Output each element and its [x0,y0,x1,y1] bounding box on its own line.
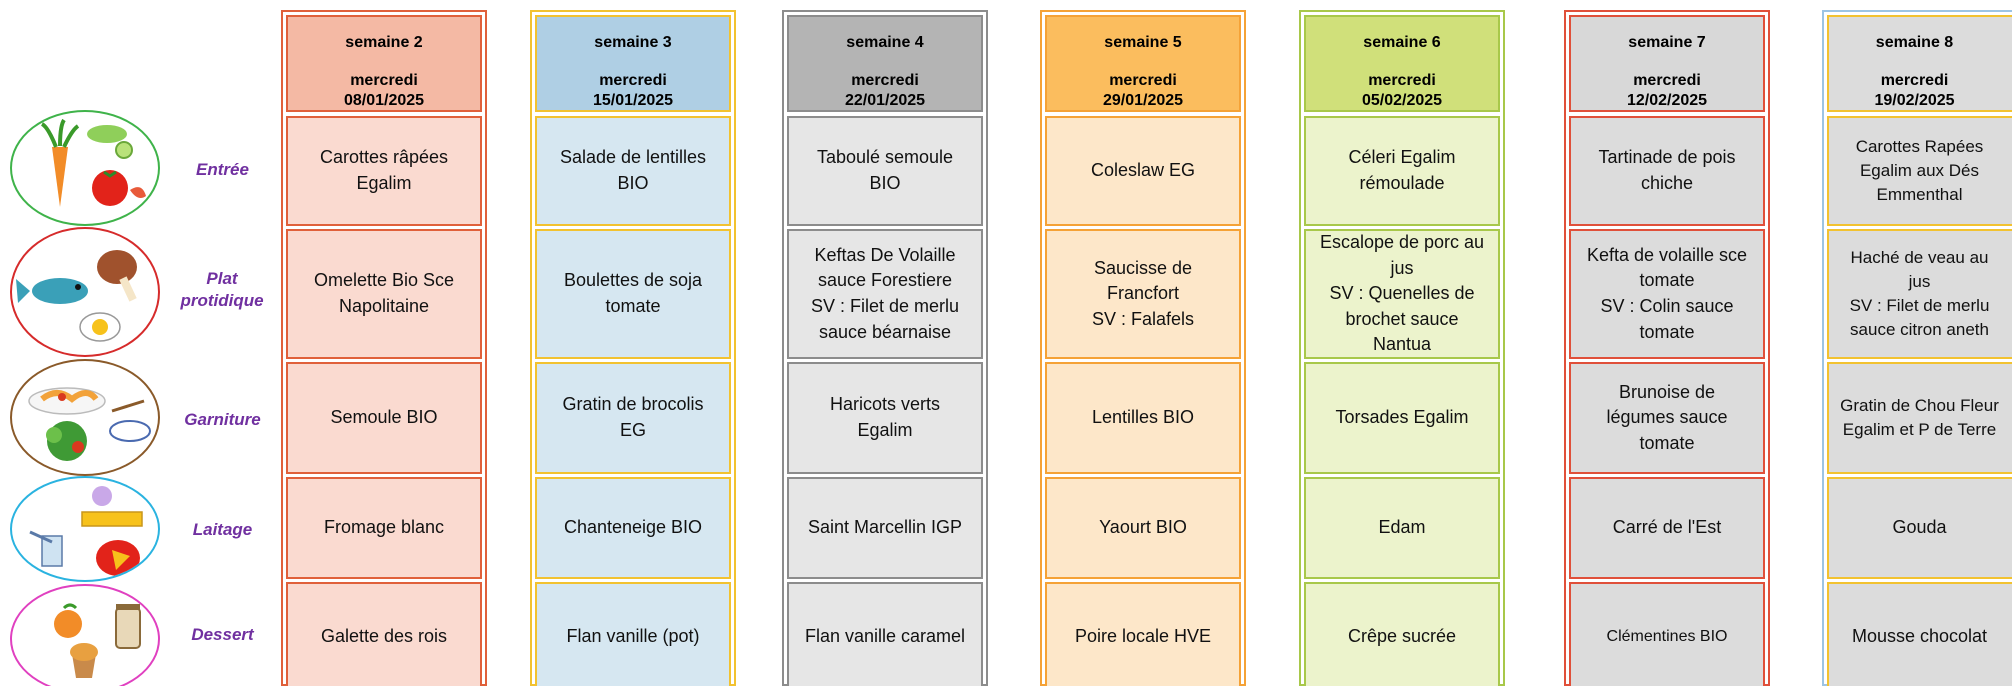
day-label: mercredi [1633,72,1701,89]
week-label: semaine 7 [1628,34,1706,51]
week-label: semaine 2 [345,34,423,51]
menu-cell-plat: Escalope de porc au jus SV : Quenelles d… [1304,229,1500,359]
menu-cell-laitage: Yaourt BIO [1045,477,1241,579]
menu-cell-dessert: Galette des rois [286,582,482,686]
menu-cell-plat: Haché de veau au jus SV : Filet de merlu… [1827,229,2012,359]
day-label: mercredi [1880,72,1949,89]
menu-cell-plat: Boulettes de soja tomate [535,229,731,359]
week-label: semaine 3 [594,34,672,51]
day-label: mercredi [1109,72,1177,89]
day-label: mercredi [599,72,667,89]
day-label: mercredi [851,72,919,89]
week-column-semaine-8: semaine 8 mercredi 19/02/2025 Carottes R… [1822,10,2012,686]
row-label-entree: Entrée [196,159,249,179]
week-header: semaine 6 mercredi 05/02/2025 [1304,15,1500,112]
week-header: semaine 3 mercredi 15/01/2025 [535,15,731,112]
menu-cell-garniture: Brunoise de légumes sauce tomate [1569,362,1765,474]
menu-cell-entree: Carottes Rapées Egalim aux Dés Emmenthal [1827,116,2012,226]
row-label-plat-protidique: Plat protidique [180,268,264,310]
menu-cell-dessert: Crêpe sucrée [1304,582,1500,686]
week-header: semaine 2 mercredi 08/01/2025 [286,15,482,112]
menu-cell-laitage: Gouda [1827,477,2012,579]
week-header: semaine 4 mercredi 22/01/2025 [787,15,983,112]
pasta-salad-rice-icon [10,359,160,476]
menu-cell-laitage: Carré de l'Est [1569,477,1765,579]
week-label: semaine 6 [1363,34,1441,51]
date-label: 15/01/2025 [592,92,674,109]
date-label: 12/02/2025 [1626,92,1708,109]
menu-cell-plat: Keftas De Volaille sauce Forestiere SV :… [787,229,983,359]
menu-cell-entree: Salade de lentilles BIO [535,116,731,226]
menu-cell-entree: Taboulé semoule BIO [787,116,983,226]
menu-cell-entree: Tartinade de pois chiche [1569,116,1765,226]
date-label: 19/02/2025 [1874,92,1955,109]
week-label: semaine 4 [846,34,924,51]
week-column-semaine-5: semaine 5 mercredi 29/01/2025 Coleslaw E… [1040,10,1246,686]
week-header: semaine 7 mercredi 12/02/2025 [1569,15,1765,112]
menu-cell-plat: Saucisse de Francfort SV : Falafels [1045,229,1241,359]
week-column-semaine-2: semaine 2 mercredi 08/01/2025 Carottes r… [281,10,487,686]
date-label: 08/01/2025 [343,92,425,109]
week-header: semaine 8 mercredi 19/02/2025 [1827,15,2012,112]
day-label: mercredi [1368,72,1436,89]
week-column-semaine-3: semaine 3 mercredi 15/01/2025 Salade de … [530,10,736,686]
menu-cell-dessert: Clémentines BIO [1569,582,1765,686]
menu-cell-garniture: Haricots verts Egalim [787,362,983,474]
menu-cell-dessert: Flan vanille (pot) [535,582,731,686]
day-label: mercredi [350,72,418,89]
week-column-semaine-4: semaine 4 mercredi 22/01/2025 Taboulé se… [782,10,988,686]
fish-chicken-egg-icon [10,227,160,357]
row-label-dessert: Dessert [191,624,254,644]
week-label: semaine 5 [1104,34,1182,51]
date-label: 05/02/2025 [1361,92,1443,109]
menu-cell-laitage: Fromage blanc [286,477,482,579]
date-label: 22/01/2025 [844,92,926,109]
menu-cell-dessert: Mousse chocolat [1827,582,2012,686]
menu-cell-laitage: Edam [1304,477,1500,579]
menu-cell-garniture: Gratin de Chou Fleur Egalim et P de Terr… [1827,362,2012,474]
menu-cell-entree: Céleri Egalim rémoulade [1304,116,1500,226]
menu-cell-garniture: Semoule BIO [286,362,482,474]
menu-cell-laitage: Saint Marcellin IGP [787,477,983,579]
cheese-milk-icon [10,476,160,582]
menu-cell-plat: Kefta de volaille sce tomate SV : Colin … [1569,229,1765,359]
row-label-garniture: Garniture [184,409,261,429]
week-column-semaine-7: semaine 7 mercredi 12/02/2025 Tartinade … [1564,10,1770,686]
menu-cell-entree: Coleslaw EG [1045,116,1241,226]
menu-cell-entree: Carottes râpées Egalim [286,116,482,226]
week-header: semaine 5 mercredi 29/01/2025 [1045,15,1241,112]
week-column-semaine-6: semaine 6 mercredi 05/02/2025 Céleri Ega… [1299,10,1505,686]
row-label-laitage: Laitage [192,519,253,539]
menu-cell-dessert: Flan vanille caramel [787,582,983,686]
vegetables-icon [10,110,160,226]
menu-cell-garniture: Gratin de brocolis EG [535,362,731,474]
menu-cell-plat: Omelette Bio Sce Napolitaine [286,229,482,359]
menu-cell-dessert: Poire locale HVE [1045,582,1241,686]
menu-cell-garniture: Lentilles BIO [1045,362,1241,474]
week-label: semaine 8 [1875,34,1954,51]
date-label: 29/01/2025 [1102,92,1184,109]
fruit-cupcake-jar-icon [10,584,160,686]
menu-cell-garniture: Torsades Egalim [1304,362,1500,474]
menu-cell-laitage: Chanteneige BIO [535,477,731,579]
